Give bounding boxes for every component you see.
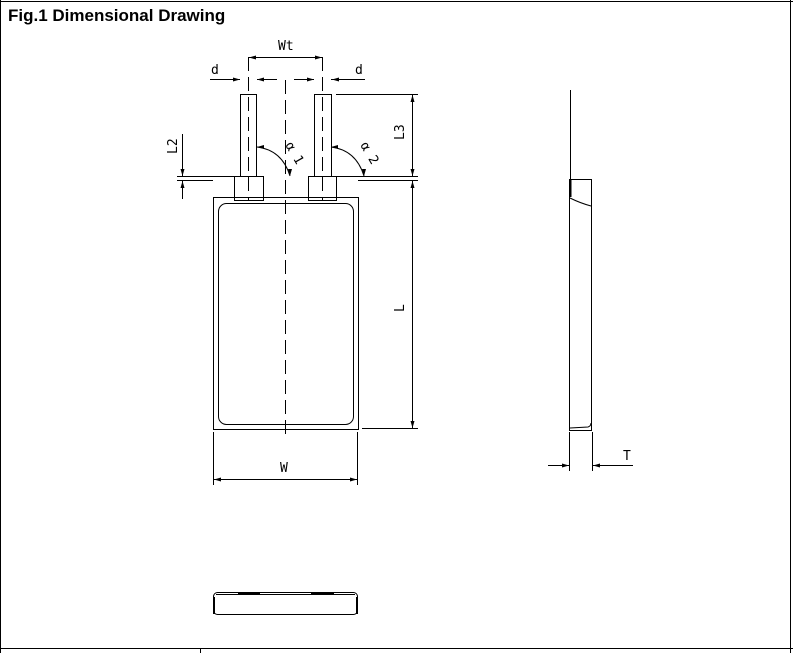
- bottom-view: [213, 592, 358, 615]
- t-label: T: [623, 449, 631, 464]
- l3-dimension: L3: [336, 94, 418, 176]
- l3-label: L3: [393, 124, 408, 140]
- front-view: [177, 57, 418, 440]
- w-dimension: W: [213, 432, 358, 485]
- l2-dimension: L2: [166, 134, 185, 199]
- d-left-label: d: [211, 63, 219, 78]
- cell-body: [213, 197, 359, 430]
- d-right-label: d: [355, 63, 363, 78]
- wt-label: Wt: [278, 39, 294, 54]
- wt-dimension: Wt: [248, 39, 322, 60]
- l2-label: L2: [166, 138, 181, 154]
- w-label: W: [280, 461, 288, 476]
- right-tab-sealant: [308, 176, 337, 201]
- l-dimension: L: [362, 181, 418, 429]
- d-dimensions: d d: [210, 63, 365, 82]
- figure-title: Fig.1 Dimensional Drawing: [8, 6, 226, 25]
- left-tab-sealant: [234, 176, 264, 201]
- l-label: L: [393, 304, 408, 312]
- alpha2-label: α 2: [357, 140, 382, 168]
- alpha-angles: α 1 α 2: [256, 140, 382, 177]
- side-view: [569, 90, 592, 431]
- t-dimension: T: [548, 432, 633, 471]
- cell-side: [569, 179, 592, 431]
- cell-body-inner: [218, 203, 354, 425]
